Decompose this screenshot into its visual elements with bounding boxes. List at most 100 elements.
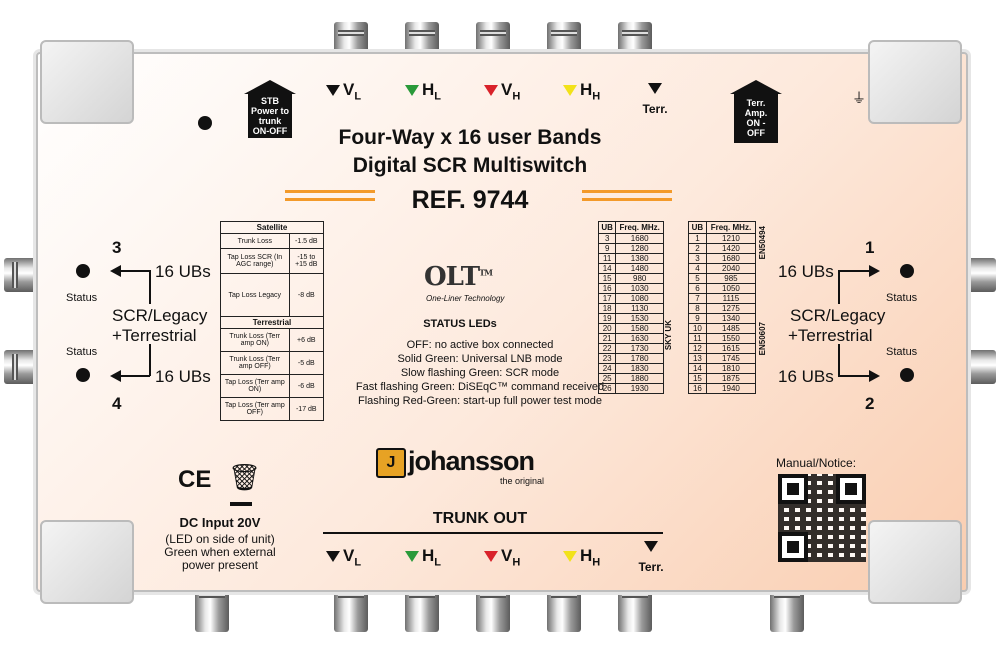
table-cell: 1485: [705, 323, 757, 334]
spec-cell: Tap Loss SCR (In AGC range): [220, 248, 290, 274]
table-cell: 19: [597, 313, 617, 324]
table-cell: 2: [688, 243, 707, 254]
spec-cell: Trunk Loss (Terr amp OFF): [220, 351, 290, 375]
output-terr-marker-icon: [644, 541, 658, 553]
table-cell: 12: [688, 343, 707, 354]
table-cell: 15: [688, 373, 707, 384]
table-cell: 21: [597, 333, 617, 344]
table-cell: 3: [597, 233, 617, 244]
sky-header-freq: Freq. MHz.: [615, 221, 664, 234]
ubs-label-4: 16 UBs: [155, 367, 211, 386]
trunk-out-line: [323, 532, 663, 534]
product-title-line2: Digital SCR Multiswitch: [352, 154, 588, 177]
decor-stripe-left-2: [285, 198, 375, 201]
sky-uk-label: SKY UK: [664, 320, 673, 351]
table-cell: 1210: [705, 233, 757, 244]
output-terr-text: Terr.: [638, 560, 664, 574]
decor-stripe-left-1: [285, 190, 375, 193]
output-vl-marker-icon: [326, 551, 340, 563]
spec-cell: -17 dB: [288, 397, 325, 421]
status-leds-title: STATUS LEDs: [423, 318, 497, 330]
table-cell: 1480: [615, 263, 664, 274]
ground-icon: ⏚: [852, 90, 866, 106]
trunk-out-label: TRUNK OUT: [432, 510, 528, 527]
table-cell: 16: [688, 383, 707, 394]
output-label-terr: Terr.: [636, 538, 666, 574]
output-vh-marker-icon: [484, 551, 498, 563]
output-arrow-2-icon: [869, 370, 880, 382]
status-led-1: [900, 264, 914, 278]
spec-table: Satellite Trunk Loss-1.5 dB Tap Loss SCR…: [220, 221, 325, 421]
status-label-4: Status: [66, 346, 98, 358]
terrestrial-header: Terrestrial: [220, 316, 324, 329]
status-leds-legend: OFF: no active box connected Solid Green…: [330, 338, 630, 408]
output-bracket-right-top: [838, 270, 840, 304]
output-hh-marker-icon: [563, 551, 577, 563]
table-cell: 1530: [615, 313, 664, 324]
olt-logo: OLTTM: [424, 262, 493, 292]
input-label-terr: Terr.: [640, 80, 670, 116]
dc-input-note-2: Green when external: [164, 545, 276, 559]
table-cell: 22: [597, 343, 617, 354]
ubs-label-2: 16 UBs: [778, 367, 834, 386]
input-label-vh: VH: [484, 80, 520, 102]
output-bracket-left-bottom: [149, 344, 151, 376]
table-cell: 9: [688, 313, 707, 324]
spec-cell: -6 dB: [288, 374, 325, 398]
input-label-vl: VL: [326, 80, 361, 102]
input-vl-marker-icon: [326, 85, 340, 97]
mode-label-right-1: SCR/Legacy: [790, 306, 886, 325]
table-cell: 8: [688, 303, 707, 314]
table-cell: 16: [597, 283, 617, 294]
satellite-header: Satellite: [220, 221, 324, 234]
output-bracket-left-top: [149, 270, 151, 304]
bottom-connector-vl: [334, 584, 368, 632]
table-cell: 15: [597, 273, 617, 284]
qr-finder-top-left: [778, 474, 808, 504]
table-cell: 3: [688, 253, 707, 264]
bottom-connector-hh: [547, 584, 581, 632]
stb-house-icon: [244, 80, 296, 94]
mode-label-right-2: +Terrestrial: [788, 326, 873, 345]
table-cell: 11: [597, 253, 617, 264]
table-cell: 1780: [615, 353, 664, 364]
table-cell: 4: [688, 263, 707, 274]
brand-tagline: the original: [500, 476, 545, 486]
status-led-2: [900, 368, 914, 382]
bracket-top-right: [868, 40, 962, 124]
dc-input-note-1: (LED on side of unit): [165, 532, 275, 546]
table-cell: 5: [688, 273, 707, 284]
en50607-label: EN50607: [758, 322, 767, 356]
en50494-label: EN50494: [758, 226, 767, 260]
table-cell: 14: [597, 263, 617, 274]
weee-bar: [230, 502, 252, 506]
spec-cell: Tap Loss (Terr amp OFF): [220, 397, 290, 421]
qr-finder-top-right: [836, 474, 866, 504]
table-cell: 1280: [615, 243, 664, 254]
decor-stripe-right-1: [582, 190, 672, 193]
status-led-line: Flashing Red-Green: start-up full power …: [358, 395, 602, 407]
spec-cell: Tap Loss (Terr amp ON): [220, 374, 290, 398]
bracket-top-left: [40, 40, 134, 124]
table-cell: 1810: [705, 363, 757, 374]
spec-cell: -15 to +15 dB: [288, 248, 325, 274]
spec-cell: Trunk Loss: [220, 233, 290, 249]
spec-cell: -8 dB: [288, 273, 325, 317]
spec-cell: Tap Loss Legacy: [220, 273, 290, 317]
table-cell: 9: [597, 243, 617, 254]
dc-input-label: DC Input 20V: [179, 515, 261, 530]
output-hl-marker-icon: [405, 551, 419, 563]
mode-label-left-1: SCR/Legacy: [112, 306, 208, 325]
bottom-connector-1: [195, 584, 229, 632]
